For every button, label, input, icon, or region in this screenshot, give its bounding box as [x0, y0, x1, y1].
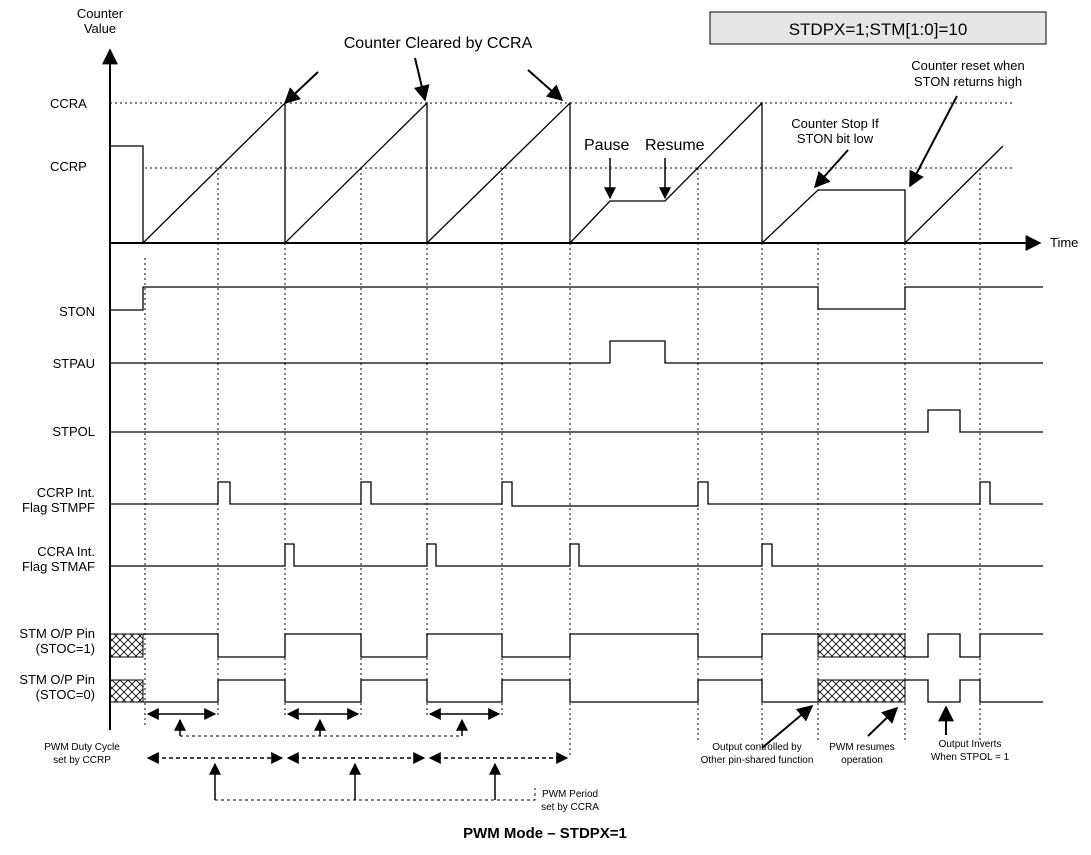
counter-reset-label-2: STON returns high — [914, 74, 1022, 89]
pin0-undefined-stop — [817, 679, 906, 703]
duty-cycle-note-2: set by CCRP — [53, 755, 111, 766]
diagram-caption: PWM Mode – STDPX=1 — [463, 825, 627, 842]
period-pointers — [209, 762, 501, 800]
duty-cycle-arrows — [146, 708, 501, 736]
counter-stop-label-2: STON bit low — [797, 131, 874, 146]
ccrp-flag-label-1: CCRP Int. — [37, 485, 95, 500]
output-inverts-note-1: Output Inverts — [939, 739, 1002, 750]
ccrp-level-label: CCRP — [50, 159, 87, 174]
pin0-label-1: STM O/P Pin — [19, 672, 95, 687]
pin0-waveform-end — [905, 679, 1043, 703]
pwm-resumes-arrow — [867, 706, 899, 737]
pin1-undefined-stop — [817, 633, 906, 658]
pause-label: Pause — [584, 137, 629, 154]
mode-box-text: STDPX=1;STM[1:0]=10 — [789, 20, 968, 39]
stpau-label: STPAU — [53, 356, 95, 371]
stpol-label: STPOL — [52, 424, 95, 439]
pin1-label-1: STM O/P Pin — [19, 626, 95, 641]
ccra-flag-label-2: Flag STMAF — [22, 559, 95, 574]
pin1-waveform — [143, 633, 818, 658]
ccrp-flag-label-2: Flag STMPF — [22, 500, 95, 515]
counter-reset-arrow — [909, 95, 958, 188]
time-markers — [144, 168, 981, 758]
ston-label: STON — [59, 304, 95, 319]
pin1-label-2: (STOC=1) — [36, 641, 95, 656]
period-note-2: set by CCRA — [541, 802, 599, 813]
pin0-undefined-start — [109, 679, 144, 703]
stmpf-waveform — [110, 481, 1043, 507]
pin1-waveform-end — [905, 633, 1043, 658]
output-controlled-note-1: Output controlled by — [712, 742, 802, 753]
ccra-flag-label-1: CCRA Int. — [37, 544, 95, 559]
stpau-waveform — [110, 340, 1043, 364]
output-controlled-arrow — [761, 704, 814, 749]
cleared-arrow-2 — [413, 57, 430, 102]
mode-box — [709, 11, 1047, 45]
pin0-waveform — [143, 679, 818, 703]
stmaf-waveform — [110, 543, 1043, 567]
counter-cleared-label: Counter Cleared by CCRA — [344, 35, 533, 52]
y-axis-label-1: Counter — [77, 6, 124, 21]
pin1-undefined-start — [109, 633, 144, 658]
stpol-waveform — [110, 409, 1043, 433]
counter-reset-label-1: Counter reset when — [911, 58, 1024, 73]
output-controlled-note-2: Other pin-shared function — [701, 755, 814, 766]
counter-stop-label-1: Counter Stop If — [791, 116, 879, 131]
resume-label: Resume — [645, 137, 705, 154]
cleared-arrow-3 — [527, 69, 564, 102]
duty-cycle-note-1: PWM Duty Cycle — [44, 742, 120, 753]
ccra-level-label: CCRA — [50, 96, 87, 111]
cleared-arrow-1 — [283, 71, 319, 105]
x-axis-label: Time — [1050, 235, 1078, 250]
ston-waveform — [110, 286, 1043, 311]
period-note-1: PWM Period — [542, 789, 598, 800]
y-axis-label-2: Value — [84, 21, 116, 36]
output-inverts-note-2: When STPOL = 1 — [931, 752, 1010, 763]
pin0-label-2: (STOC=0) — [36, 687, 95, 702]
counter-stop-arrow — [813, 149, 849, 189]
pwm-resumes-note-2: operation — [841, 755, 883, 766]
period-connector — [215, 788, 536, 801]
pwm-resumes-note-1: PWM resumes — [829, 742, 895, 753]
